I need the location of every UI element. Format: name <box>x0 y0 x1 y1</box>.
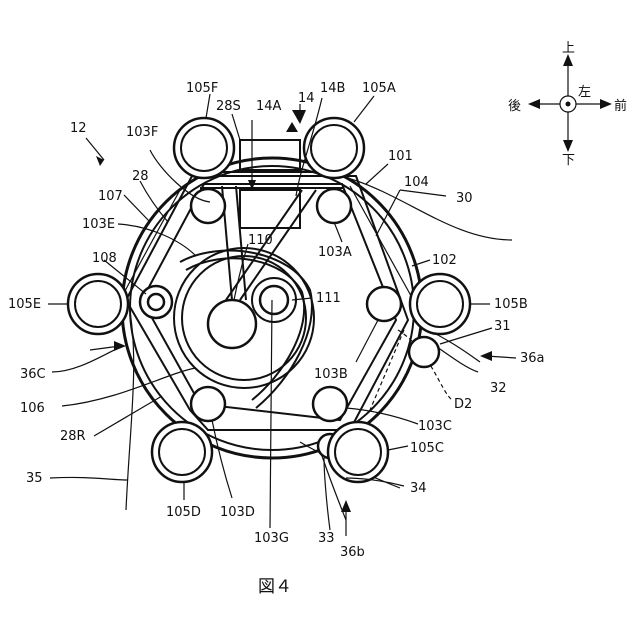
figure-caption: 図４ <box>258 577 292 597</box>
label-106: 106 <box>20 401 45 416</box>
label-28S: 28S <box>216 99 241 114</box>
roller-103B <box>367 287 401 321</box>
label-12: 12 <box>70 121 87 136</box>
label-102: 102 <box>432 253 457 268</box>
roller-105E <box>68 274 128 334</box>
figure-caption-group: 図４ <box>258 577 292 597</box>
label-105B: 105B <box>494 297 528 312</box>
label-111: 111 <box>316 291 341 306</box>
roller-103D <box>191 387 225 421</box>
label-D2: D2 <box>454 397 472 412</box>
label-103D: 103D <box>220 505 255 520</box>
roller-103F <box>191 189 225 223</box>
compass-center-label: 左 <box>578 85 591 100</box>
roller-103C <box>313 387 347 421</box>
roller-103A <box>317 189 351 223</box>
label-30: 30 <box>456 191 473 206</box>
roller-31 <box>409 337 439 367</box>
roller-105C <box>328 422 388 482</box>
compass-right: 前 <box>614 98 627 114</box>
label-36a: 36a <box>520 351 545 366</box>
label-14B: 14B <box>320 81 345 96</box>
direction-compass: 上 下 後 前 左 <box>508 41 627 168</box>
label-14A: 14A <box>256 99 282 114</box>
label-103B: 103B <box>314 367 348 382</box>
label-35: 35 <box>26 471 43 486</box>
label-33: 33 <box>318 531 335 546</box>
label-14: 14 <box>298 91 315 106</box>
label-32: 32 <box>490 381 507 396</box>
roller-105B <box>410 274 470 334</box>
label-110: 110 <box>248 233 273 248</box>
roller-105D <box>152 422 212 482</box>
label-103G: 103G <box>254 531 289 546</box>
label-105E: 105E <box>8 297 41 312</box>
label-105C: 105C <box>410 441 444 456</box>
label-36b: 36b <box>340 545 365 560</box>
label-28: 28 <box>132 169 149 184</box>
roller-105F <box>174 118 234 178</box>
compass-up: 上 <box>562 41 575 56</box>
label-105A: 105A <box>362 81 396 96</box>
label-103F: 103F <box>126 125 158 140</box>
label-103C: 103C <box>418 419 452 434</box>
label-107: 107 <box>98 189 123 204</box>
compass-left: 後 <box>508 99 521 114</box>
label-108: 108 <box>92 251 117 266</box>
label-34: 34 <box>410 481 427 496</box>
label-105D: 105D <box>166 505 201 520</box>
label-104: 104 <box>404 175 429 190</box>
label-31: 31 <box>494 319 511 334</box>
label-103E: 103E <box>82 217 115 232</box>
compass-down: 下 <box>562 153 575 168</box>
label-105F: 105F <box>186 81 218 96</box>
label-101: 101 <box>388 149 413 164</box>
label-103A: 103A <box>318 245 352 260</box>
roller-105A <box>304 118 364 178</box>
label-36C: 36C <box>20 367 46 382</box>
label-28R: 28R <box>60 429 86 444</box>
